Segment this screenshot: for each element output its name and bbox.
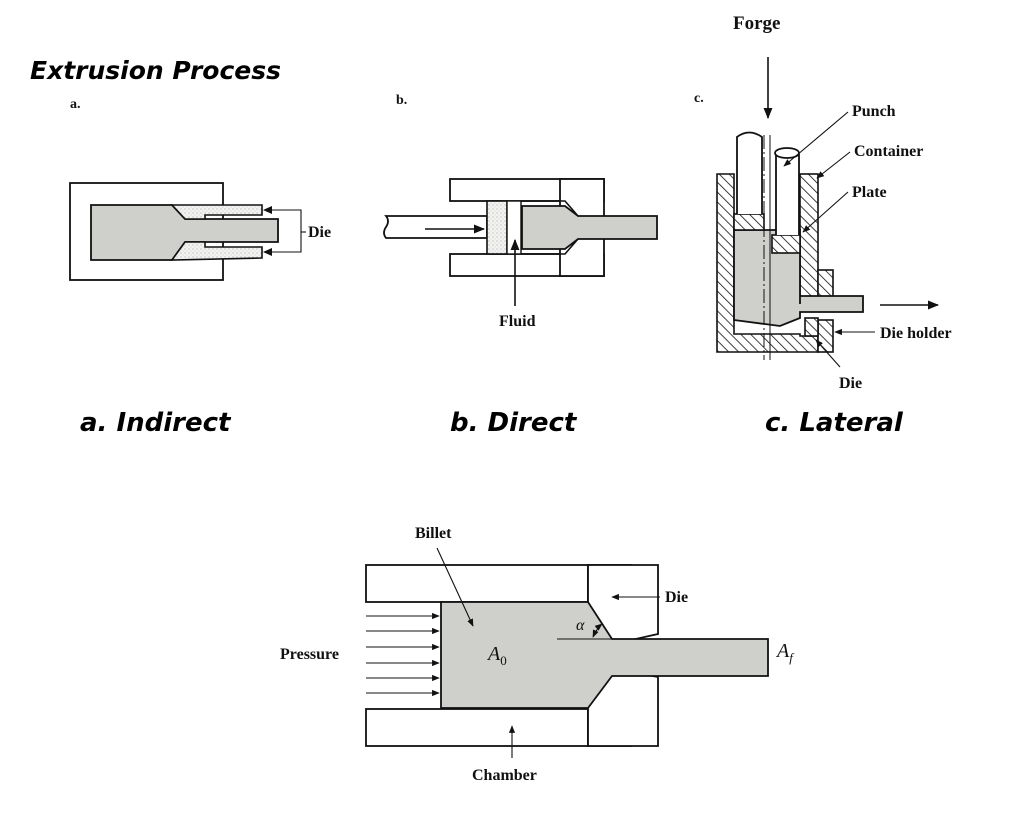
plate-label: Plate [852, 184, 887, 201]
die-lower [170, 241, 263, 261]
alpha-label: α [576, 617, 585, 634]
panel-c-letter: c. [694, 91, 704, 106]
punch-left [736, 131, 763, 214]
billet-leader [436, 547, 474, 627]
punch [775, 154, 800, 235]
die-leader [264, 209, 302, 253]
punch-label: Punch [852, 103, 896, 120]
chamber-top [365, 564, 589, 603]
die-label: Die [839, 375, 862, 392]
plate [771, 234, 801, 254]
die-holder-label: Die holder [880, 325, 952, 342]
billet [521, 205, 658, 250]
pressure-arrows [366, 612, 440, 697]
forge-label: Forge [733, 13, 780, 34]
die-upper [170, 204, 263, 220]
caption-direct: b. Direct [450, 408, 577, 438]
fluid-label: Fluid [499, 313, 536, 330]
caption-indirect: a. Indirect [80, 408, 231, 438]
a0-label: A0 [486, 643, 507, 668]
arrow-icon [263, 206, 272, 214]
container-wall-right [799, 173, 819, 305]
die-label: Die [665, 589, 688, 606]
panel-a-indirect: a. Die [69, 97, 331, 281]
arrow-icon [263, 248, 272, 256]
ram [383, 215, 488, 239]
af-label: Af [775, 640, 795, 665]
pressure-label: Pressure [280, 646, 339, 663]
chamber-bottom [365, 708, 589, 747]
panel-b-direct: b. Fluid [383, 93, 658, 330]
panel-b-letter: b. [396, 93, 407, 108]
plate-left [733, 213, 765, 231]
die-label: Die [308, 224, 331, 241]
piston [486, 200, 508, 255]
panel-a-letter: a. [70, 97, 81, 112]
container-label: Container [854, 143, 923, 160]
billet-label: Billet [415, 525, 452, 542]
main-extrusion-diagram: α A0 Af Pressure Billet Die Chamber [280, 525, 795, 784]
fluid-gap [506, 200, 522, 255]
panel-c-lateral: Forge c. Punch Container Plate Die ho [694, 13, 952, 392]
billet [733, 229, 864, 327]
die-holder-lower [817, 319, 834, 353]
page-title: Extrusion Process [30, 56, 282, 85]
chamber-label: Chamber [472, 767, 537, 784]
die-piece [804, 317, 819, 337]
caption-lateral: c. Lateral [765, 408, 903, 438]
billet [440, 601, 769, 709]
